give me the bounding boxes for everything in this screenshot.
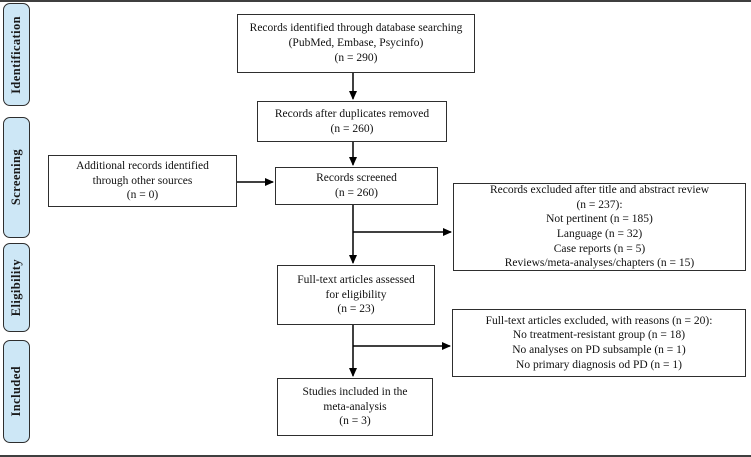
stage-eligibility: Eligibility: [3, 243, 30, 332]
box-additional-records-text: Additional records identified through ot…: [76, 159, 209, 202]
box-records-identified: Records identified through database sear…: [237, 14, 475, 73]
stage-screening: Screening: [3, 117, 30, 238]
figure-border-top: [0, 0, 751, 2]
box-studies-included: Studies included in the meta-analysis (n…: [277, 378, 433, 436]
box-fulltext-assessed-text: Full-text articles assessed for eligibil…: [297, 273, 415, 316]
box-records-excluded-title-abstract-text: Records excluded after title and abstrac…: [489, 183, 710, 270]
box-studies-included-text: Studies included in the meta-analysis (n…: [302, 385, 408, 428]
figure-border-bottom: [0, 455, 751, 457]
box-fulltext-excluded: Full-text articles excluded, with reason…: [452, 309, 746, 377]
box-records-screened-text: Records screened (n = 260): [316, 172, 397, 199]
box-fulltext-assessed: Full-text articles assessed for eligibil…: [277, 265, 435, 325]
box-records-excluded-title-abstract: Records excluded after title and abstrac…: [453, 183, 746, 271]
stage-included-label: Included: [9, 366, 23, 417]
box-duplicates-removed: Records after duplicates removed (n = 26…: [257, 101, 447, 142]
stage-identification-label: Identification: [9, 15, 23, 94]
box-records-screened: Records screened (n = 260): [275, 167, 438, 205]
box-fulltext-excluded-text: Full-text articles excluded, with reason…: [485, 314, 713, 371]
box-additional-records: Additional records identified through ot…: [48, 155, 237, 207]
box-records-identified-text: Records identified through database sear…: [249, 22, 463, 64]
stage-included: Included: [3, 340, 30, 443]
box-duplicates-removed-text: Records after duplicates removed (n = 26…: [274, 107, 430, 135]
stage-identification: Identification: [3, 3, 30, 106]
stage-eligibility-label: Eligibility: [9, 258, 23, 317]
stage-screening-label: Screening: [9, 149, 23, 206]
